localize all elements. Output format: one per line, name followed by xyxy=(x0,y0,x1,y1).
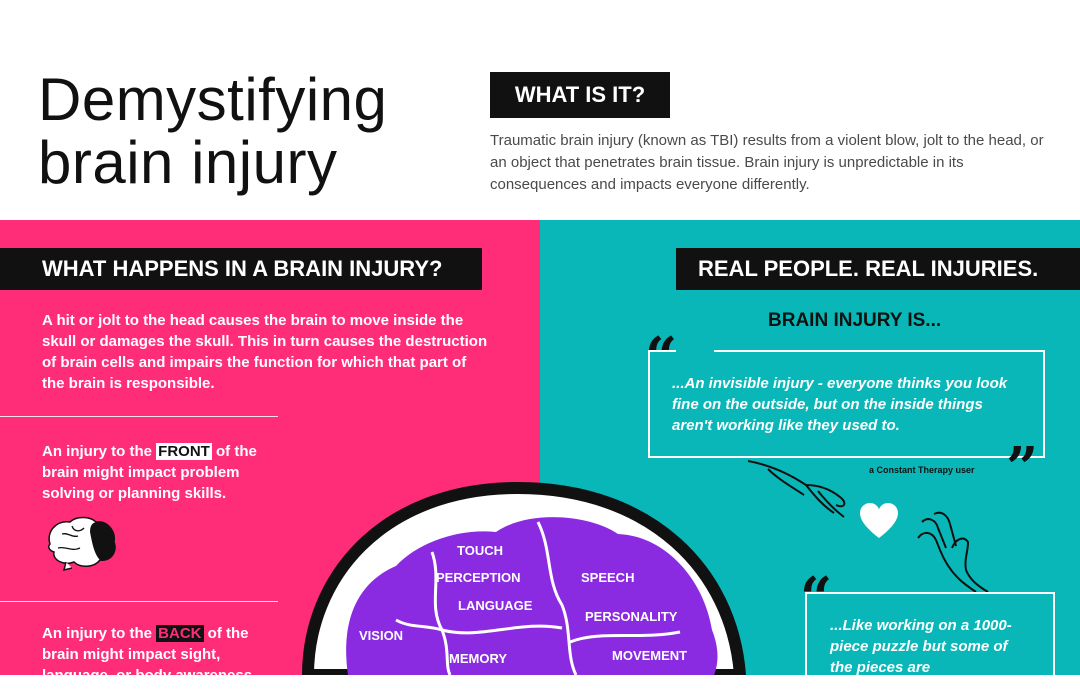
front-highlight: FRONT xyxy=(156,443,212,460)
title-line-2: brain injury xyxy=(38,129,338,196)
region-personality: PERSONALITY xyxy=(585,609,678,624)
what-is-it-description: Traumatic brain injury (known as TBI) re… xyxy=(490,132,1044,193)
quote-attribution: a Constant Therapy user xyxy=(869,465,975,475)
region-perception: PERCEPTION xyxy=(436,570,521,585)
close-quote-icon: ” xyxy=(1006,435,1039,501)
quote-1-text: ...An invisible injury - everyone thinks… xyxy=(672,375,1008,434)
what-happens-heading: WHAT HAPPENS IN A BRAIN INJURY? xyxy=(0,248,482,290)
quote-2-text: ...Like working on a 1000-piece puzzle b… xyxy=(830,617,1012,676)
brain-illustration xyxy=(300,470,760,681)
section-divider xyxy=(0,601,278,602)
what-is-it-label: WHAT IS IT? xyxy=(490,72,670,118)
open-quote-icon: “ xyxy=(645,325,678,391)
brain-injury-is-subheading: BRAIN INJURY IS... xyxy=(768,310,942,331)
region-movement: MOVEMENT xyxy=(612,648,688,663)
quote-box-gap xyxy=(676,348,714,354)
section-divider xyxy=(0,416,278,417)
region-memory: MEMORY xyxy=(449,651,508,666)
quote-box-1 xyxy=(648,350,1045,458)
title-line-1: Demystifying xyxy=(38,66,388,133)
region-language: LANGUAGE xyxy=(458,598,533,613)
page-title: Demystifying brain injury xyxy=(38,68,387,194)
back-highlight: BACK xyxy=(156,625,204,642)
real-people-heading: REAL PEOPLE. REAL INJURIES. xyxy=(676,248,1080,290)
what-happens-description: A hit or jolt to the head causes the bra… xyxy=(42,312,488,392)
reaching-hand-icon xyxy=(747,455,858,525)
front-injury-text: An injury to the FRONT of the brain migh… xyxy=(42,441,282,504)
back-text-pre: An injury to the xyxy=(42,625,157,642)
open-hand-icon xyxy=(912,508,990,594)
front-text-post: of the brain might impact problem solvin… xyxy=(42,443,257,502)
region-speech: SPEECH xyxy=(581,570,635,585)
region-touch: TOUCH xyxy=(457,543,503,558)
heart-icon xyxy=(858,502,900,540)
region-vision: VISION xyxy=(359,628,404,643)
front-text-pre: An injury to the xyxy=(42,443,157,460)
brain-front-icon xyxy=(42,512,122,577)
back-injury-text: An injury to the BACK of the brain might… xyxy=(42,623,282,686)
